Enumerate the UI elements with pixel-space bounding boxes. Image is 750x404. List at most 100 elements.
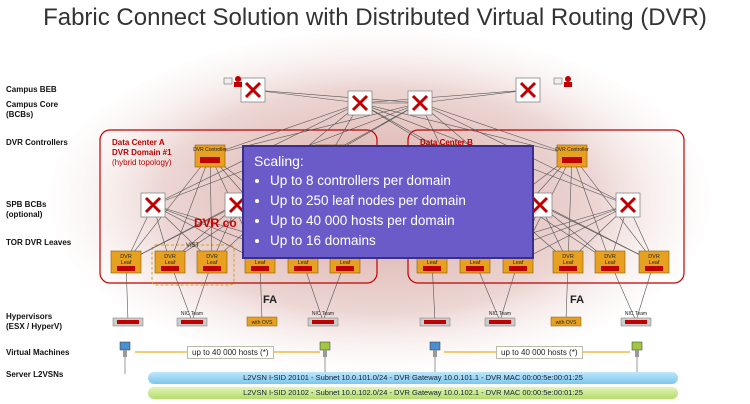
fabric-link xyxy=(169,154,211,263)
fabric-link xyxy=(571,154,655,263)
row-label-virtual-machines: Virtual Machines xyxy=(6,348,70,357)
core-to-dc-link xyxy=(419,102,573,156)
campus-beb-router xyxy=(515,77,541,103)
row-label-server-l2vsns: Server L2VSNs xyxy=(6,370,64,379)
row-label-dvr-controllers: DVR Controllers xyxy=(6,138,68,147)
fabric-link xyxy=(125,154,211,263)
row-label-campus-core: Campus Core xyxy=(6,100,59,109)
hypervisor xyxy=(112,317,144,327)
vm-icon xyxy=(429,341,441,374)
vist-label: VIST xyxy=(186,243,200,249)
router-icon xyxy=(347,90,373,116)
leaf-label: DVR xyxy=(648,254,660,260)
row-label-campus-beb: Campus BEB xyxy=(6,85,57,94)
nic-team-label: NIC Team xyxy=(312,311,334,317)
leaf-label: DVR xyxy=(120,254,132,260)
nic-team-label: NIC Team xyxy=(625,311,647,317)
hypervisor: with OVS xyxy=(246,316,278,327)
campus-beb-router xyxy=(240,77,266,103)
leaf-label: DVR xyxy=(562,254,574,260)
vm-icon xyxy=(119,341,131,374)
leaf-label: Leaf xyxy=(605,260,616,266)
fabric-link xyxy=(571,154,611,263)
datacenter-a-topology: (hybrid topology) xyxy=(112,158,172,167)
router-icon xyxy=(619,196,637,214)
hypervisor: with OVS xyxy=(550,316,582,327)
leaf-label: Leaf xyxy=(513,260,524,266)
row-label-campus-core-sub: (BCBs) xyxy=(6,110,34,119)
ovs-label: with OVS xyxy=(556,320,578,326)
l2vsn-band-20102: L2VSN I-SID 20102 - Subnet 10.0.102.0/24… xyxy=(148,387,678,399)
dvr-controller: DVR Controller xyxy=(193,144,227,168)
nic-team-label: NIC Team xyxy=(181,311,203,317)
hypervisor: NIC Team xyxy=(620,311,652,327)
scaling-callout: Scaling: Up to 8 controllers per domain … xyxy=(242,145,534,259)
leaf-label: DVR xyxy=(206,254,218,260)
router-icon xyxy=(240,77,266,103)
leaf-label: Leaf xyxy=(340,260,351,266)
campus-user-icon xyxy=(553,76,572,87)
campus-user-icon xyxy=(223,76,242,87)
campus-core-router xyxy=(347,90,373,116)
spb-bcb-router xyxy=(140,192,166,218)
l2vsn-band-20101: L2VSN I-SID 20101 - Subnet 10.0.101.0/24… xyxy=(148,372,678,384)
controller-label: DVR Controller xyxy=(193,147,227,153)
scaling-list: Up to 8 controllers per domain Up to 250… xyxy=(254,171,524,251)
datacenter-a-domain: DVR Domain #1 xyxy=(112,148,172,157)
datacenter-a-name: Data Center A xyxy=(112,138,165,147)
nic-team-label: NIC Team xyxy=(489,311,511,317)
leaf-label: DVR xyxy=(164,254,176,260)
fa-label-b: FA xyxy=(570,294,585,306)
hypervisor: NIC Team xyxy=(176,311,208,327)
dvr-partial-label: DVR co xyxy=(194,216,237,230)
router-icon xyxy=(144,196,162,214)
router-icon xyxy=(244,81,262,99)
router-icon xyxy=(351,94,369,112)
fabric-link xyxy=(517,204,629,263)
router-icon xyxy=(228,196,246,214)
fabric-link xyxy=(209,154,213,263)
campus-link xyxy=(419,89,529,104)
fa-label-a: FA xyxy=(263,294,278,306)
router-icon xyxy=(519,81,537,99)
campus-link xyxy=(359,89,529,104)
campus-link xyxy=(252,89,421,104)
row-label-spb-bcbs: SPB BCBs xyxy=(6,200,47,209)
core-to-dc-link xyxy=(359,102,573,156)
fabric-link xyxy=(539,204,655,263)
ovs-label: with OVS xyxy=(252,320,274,326)
vist-pair-boundary xyxy=(151,244,235,286)
leaf-label: Leaf xyxy=(255,260,266,266)
router-icon xyxy=(531,196,549,214)
leaf-label: Leaf xyxy=(207,260,218,266)
fabric-link xyxy=(125,204,238,263)
campus-link xyxy=(252,89,361,104)
router-icon xyxy=(411,94,429,112)
scaling-title: Scaling: xyxy=(254,153,304,169)
vm-icon xyxy=(319,341,331,374)
leaf-label: Leaf xyxy=(649,260,660,266)
row-label-spb-bcbs-sub: (optional) xyxy=(6,210,43,219)
leaf-label: Leaf xyxy=(427,260,438,266)
hypervisor: NIC Team xyxy=(307,311,339,327)
leaf-label: DVR xyxy=(604,254,616,260)
hosts-label-a: up to 40 000 hosts (*) xyxy=(187,346,274,359)
spb-bcb-router xyxy=(615,192,641,218)
hosts-label-b: up to 40 000 hosts (*) xyxy=(496,346,583,359)
vm-icon xyxy=(631,341,643,374)
row-label-hypervisors-sub: (ESX / HyperV) xyxy=(6,322,63,331)
leaf-label: Leaf xyxy=(121,260,132,266)
scaling-item: Up to 8 controllers per domain xyxy=(270,171,524,191)
fabric-link xyxy=(567,154,573,263)
router-icon xyxy=(140,192,166,218)
hypervisor xyxy=(419,317,451,327)
hypervisor: NIC Team xyxy=(484,311,516,327)
datacenter-b-name: Data Center B xyxy=(420,138,473,147)
